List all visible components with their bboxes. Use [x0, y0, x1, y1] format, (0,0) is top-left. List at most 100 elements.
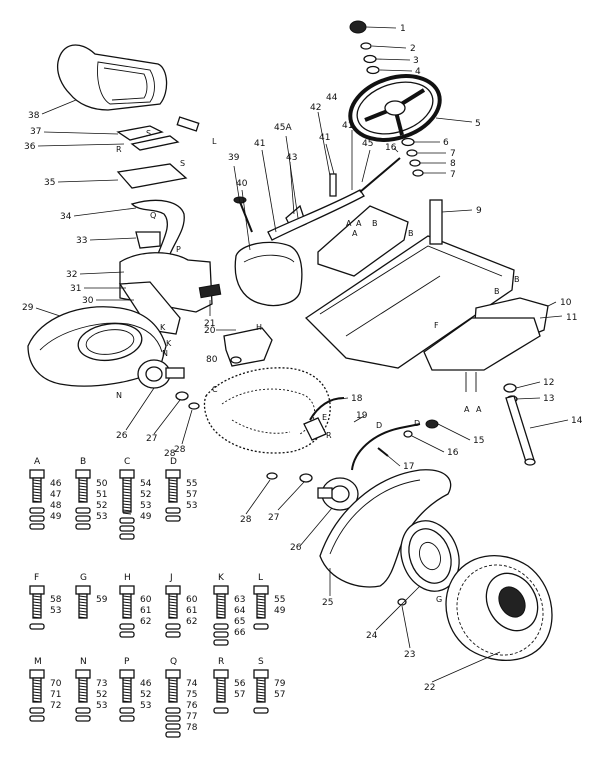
- hardware-part-number: 52: [96, 690, 107, 700]
- bolt-thread: [78, 500, 88, 503]
- callout: 41: [254, 139, 265, 149]
- bolt-thread: [32, 491, 42, 494]
- washer-nut: [253, 623, 269, 630]
- callout: 32: [66, 270, 77, 280]
- bolt-thread: [216, 682, 226, 685]
- linkage: [303, 397, 439, 471]
- bolt-head: [29, 669, 45, 679]
- callout: 11: [566, 313, 577, 323]
- fastener-tag: A: [464, 405, 470, 414]
- callout: 42: [310, 103, 321, 113]
- seat-assembly: [56, 44, 200, 189]
- bolt-thread: [122, 601, 132, 604]
- bolt-thread: [216, 700, 226, 703]
- hardware-item: G59: [75, 573, 108, 619]
- callout: 33: [76, 236, 87, 246]
- bolt-thread: [122, 613, 132, 616]
- hardware-part-number: 53: [96, 701, 107, 711]
- washer-nut: [213, 623, 229, 630]
- valve-23: [397, 598, 407, 606]
- bolt-thread: [78, 488, 88, 491]
- hardware-part-number: 77: [186, 712, 197, 722]
- bolt-thread: [168, 491, 178, 494]
- washer-nut: [75, 515, 91, 522]
- bolt-thread: [216, 697, 226, 700]
- bolt-thread: [216, 685, 226, 688]
- bolt-thread: [256, 607, 266, 610]
- bolt-head: [75, 585, 91, 595]
- bolt-thread: [122, 497, 132, 500]
- fastener-tag: N: [162, 349, 168, 358]
- footrest-11: [423, 317, 541, 371]
- washer-nut: [165, 507, 181, 514]
- bolt-thread: [78, 491, 88, 494]
- fastener-tag: A: [346, 219, 352, 228]
- callout: 80: [206, 355, 218, 365]
- callout: 7: [450, 170, 456, 180]
- bolt-thread: [216, 610, 226, 613]
- washer-nut: [165, 723, 181, 730]
- engine: [203, 367, 331, 454]
- bolt-thread: [32, 613, 42, 616]
- callout: 28: [240, 515, 252, 525]
- fastener-tag: B: [494, 287, 500, 296]
- bolt-thread: [168, 598, 178, 601]
- bolt-thread: [32, 691, 42, 694]
- bolt-thread: [78, 595, 88, 598]
- bolt-thread: [32, 679, 42, 682]
- bolt-thread: [216, 691, 226, 694]
- bolt-thread: [122, 700, 132, 703]
- callout: 26: [290, 543, 302, 553]
- callout: 34: [60, 212, 72, 222]
- hardware-part-number: 61: [140, 606, 151, 616]
- fastener-tag: L: [212, 137, 217, 146]
- hardware-part-number: 64: [234, 606, 246, 616]
- bolt-thread: [122, 595, 132, 598]
- washer-nut: [75, 715, 91, 722]
- bolt-thread: [256, 694, 266, 697]
- hardware-letter: L: [258, 573, 263, 583]
- callout: 28: [174, 445, 186, 455]
- hardware-part-number: 46: [50, 479, 62, 489]
- hardware-letter: B: [80, 457, 86, 467]
- bolt-head: [213, 585, 229, 595]
- bolt-thread: [32, 616, 42, 619]
- bolt-thread: [168, 482, 178, 485]
- bolt-thread: [122, 685, 132, 688]
- bolt-thread: [122, 503, 132, 506]
- bolt-thread: [216, 679, 226, 682]
- fastener-tag: S: [180, 159, 185, 168]
- dash-post-9: [429, 199, 443, 245]
- bolt-thread: [122, 607, 132, 610]
- fastener-tag: P: [176, 245, 181, 254]
- body-panels: [27, 199, 222, 387]
- fastener-tag: S: [146, 129, 151, 138]
- bolt-thread: [78, 613, 88, 616]
- washer-nut: [119, 623, 135, 630]
- fender-25: [319, 469, 452, 588]
- hardware-part-number: 53: [140, 701, 151, 711]
- washer-nut: [29, 707, 45, 714]
- lever-42: [329, 173, 337, 197]
- washer-nut: [165, 623, 181, 630]
- bolt-head: [165, 585, 181, 595]
- bolt-head: [119, 469, 135, 479]
- washer-27-right: [299, 473, 313, 483]
- washer-nut: [165, 631, 181, 638]
- hardware-part-number: 47: [50, 490, 61, 500]
- callout: 12: [543, 378, 554, 388]
- hardware-part-number: 76: [186, 701, 198, 711]
- hardware-letter: G: [80, 573, 87, 583]
- hardware-part-number: 60: [140, 595, 152, 605]
- bolt-thread: [78, 598, 88, 601]
- bolt-head: [75, 469, 91, 479]
- hardware-part-number: 63: [234, 595, 245, 605]
- fastener-tag: R: [116, 145, 122, 154]
- callout: 20: [204, 326, 216, 336]
- bolt-thread: [168, 697, 178, 700]
